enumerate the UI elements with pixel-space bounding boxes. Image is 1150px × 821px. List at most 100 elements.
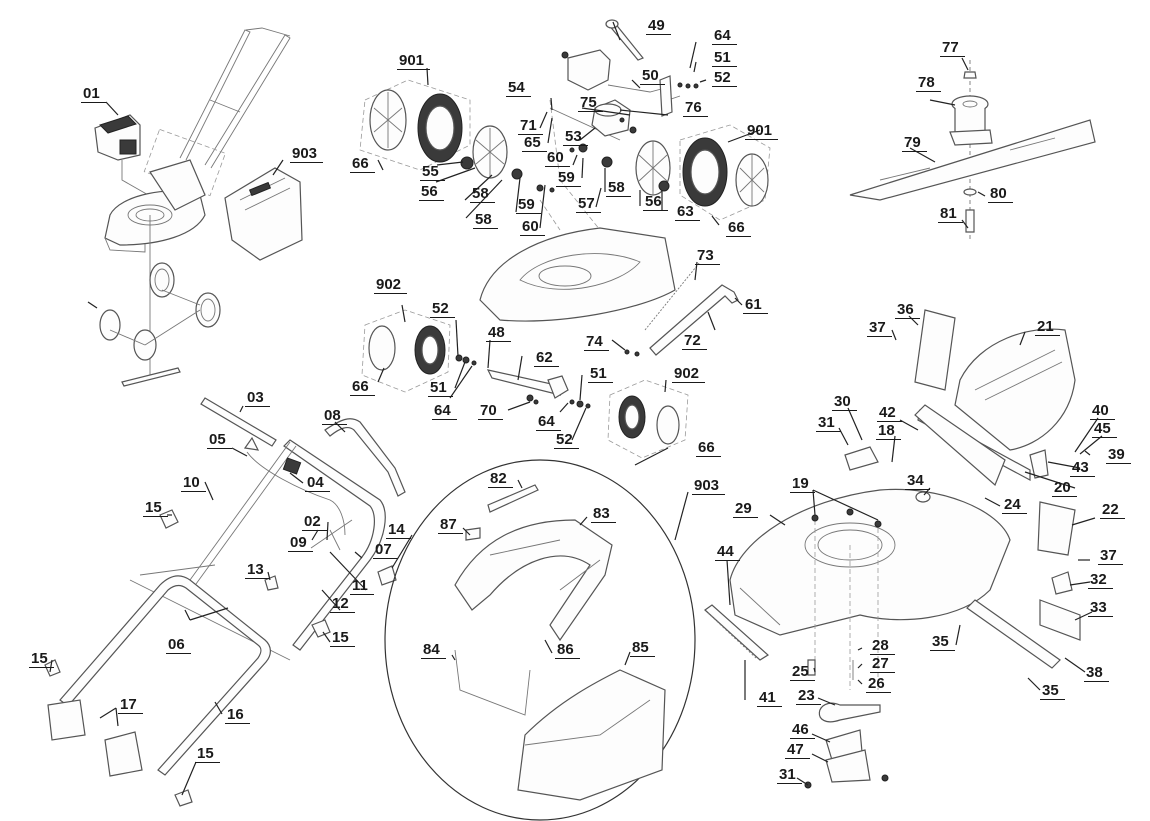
part-label-22[interactable]: 22 [1100, 502, 1125, 519]
part-label-49[interactable]: 49 [646, 18, 671, 35]
part-label-56[interactable]: 56 [643, 194, 668, 211]
part-label-75[interactable]: 75 [578, 95, 603, 112]
part-label-34[interactable]: 34 [905, 473, 930, 490]
part-label-21[interactable]: 21 [1035, 319, 1060, 336]
part-label-09[interactable]: 09 [288, 535, 313, 552]
part-label-52[interactable]: 52 [554, 432, 579, 449]
part-label-13[interactable]: 13 [245, 562, 270, 579]
part-label-16[interactable]: 16 [225, 707, 250, 724]
part-label-07[interactable]: 07 [373, 542, 398, 559]
part-label-901[interactable]: 901 [397, 53, 431, 70]
part-label-15[interactable]: 15 [330, 630, 355, 647]
part-label-70[interactable]: 70 [478, 403, 503, 420]
part-label-59[interactable]: 59 [516, 197, 541, 214]
part-label-40[interactable]: 40 [1090, 403, 1115, 420]
part-label-81[interactable]: 81 [938, 206, 963, 223]
part-label-19[interactable]: 19 [790, 476, 815, 493]
part-label-36[interactable]: 36 [895, 302, 920, 319]
part-label-903[interactable]: 903 [692, 478, 726, 495]
part-label-15[interactable]: 15 [143, 500, 168, 517]
part-label-66[interactable]: 66 [696, 440, 721, 457]
part-label-59[interactable]: 59 [556, 170, 581, 187]
part-label-33[interactable]: 33 [1088, 600, 1113, 617]
part-label-10[interactable]: 10 [181, 475, 206, 492]
part-label-66[interactable]: 66 [726, 220, 751, 237]
part-label-60[interactable]: 60 [520, 219, 545, 236]
part-label-02[interactable]: 02 [302, 514, 327, 531]
part-label-14[interactable]: 14 [386, 522, 411, 539]
part-label-79[interactable]: 79 [902, 135, 927, 152]
part-label-83[interactable]: 83 [591, 506, 616, 523]
part-label-37[interactable]: 37 [867, 320, 892, 337]
part-label-43[interactable]: 43 [1070, 460, 1095, 477]
part-label-78[interactable]: 78 [916, 75, 941, 92]
part-label-50[interactable]: 50 [640, 68, 665, 85]
part-label-58[interactable]: 58 [473, 212, 498, 229]
part-label-28[interactable]: 28 [870, 638, 895, 655]
part-label-37[interactable]: 37 [1098, 548, 1123, 565]
part-label-44[interactable]: 44 [715, 544, 740, 561]
part-label-76[interactable]: 76 [683, 100, 708, 117]
part-label-38[interactable]: 38 [1084, 665, 1109, 682]
part-label-15[interactable]: 15 [195, 746, 220, 763]
part-label-51[interactable]: 51 [428, 380, 453, 397]
part-label-23[interactable]: 23 [796, 688, 821, 705]
part-label-51[interactable]: 51 [712, 50, 737, 67]
part-label-06[interactable]: 06 [166, 637, 191, 654]
part-label-902[interactable]: 902 [374, 277, 408, 294]
part-label-80[interactable]: 80 [988, 186, 1013, 203]
part-label-61[interactable]: 61 [743, 297, 768, 314]
part-label-85[interactable]: 85 [630, 640, 655, 657]
part-label-64[interactable]: 64 [536, 414, 561, 431]
part-label-56[interactable]: 56 [419, 184, 444, 201]
part-label-87[interactable]: 87 [438, 517, 463, 534]
part-label-31[interactable]: 31 [816, 415, 841, 432]
part-label-82[interactable]: 82 [488, 471, 513, 488]
part-label-73[interactable]: 73 [695, 248, 720, 265]
part-label-41[interactable]: 41 [757, 690, 782, 707]
part-label-903[interactable]: 903 [290, 146, 324, 163]
part-label-62[interactable]: 62 [534, 350, 559, 367]
part-label-46[interactable]: 46 [790, 722, 815, 739]
part-label-39[interactable]: 39 [1106, 447, 1131, 464]
part-label-60[interactable]: 60 [545, 150, 570, 167]
part-label-58[interactable]: 58 [470, 186, 495, 203]
part-label-26[interactable]: 26 [866, 676, 891, 693]
part-label-84[interactable]: 84 [421, 642, 446, 659]
part-label-902[interactable]: 902 [672, 366, 706, 383]
part-label-35[interactable]: 35 [1040, 683, 1065, 700]
part-label-74[interactable]: 74 [584, 334, 609, 351]
part-label-64[interactable]: 64 [432, 403, 457, 420]
part-label-31[interactable]: 31 [777, 767, 802, 784]
part-label-77[interactable]: 77 [940, 40, 965, 57]
part-label-08[interactable]: 08 [322, 408, 347, 425]
part-label-01[interactable]: 01 [81, 86, 106, 103]
part-label-86[interactable]: 86 [555, 642, 580, 659]
part-label-32[interactable]: 32 [1088, 572, 1113, 589]
part-label-54[interactable]: 54 [506, 80, 531, 97]
part-label-72[interactable]: 72 [682, 333, 707, 350]
part-label-52[interactable]: 52 [430, 301, 455, 318]
part-label-20[interactable]: 20 [1052, 480, 1077, 497]
part-label-52[interactable]: 52 [712, 70, 737, 87]
part-label-71[interactable]: 71 [518, 118, 543, 135]
part-label-45[interactable]: 45 [1092, 421, 1117, 438]
part-label-05[interactable]: 05 [207, 432, 232, 449]
part-label-29[interactable]: 29 [733, 501, 758, 518]
part-label-12[interactable]: 12 [330, 596, 355, 613]
part-label-04[interactable]: 04 [305, 475, 330, 492]
part-label-48[interactable]: 48 [486, 325, 511, 342]
part-label-25[interactable]: 25 [790, 664, 815, 681]
part-label-42[interactable]: 42 [877, 405, 902, 422]
part-label-18[interactable]: 18 [876, 423, 901, 440]
part-label-53[interactable]: 53 [563, 129, 588, 146]
part-label-17[interactable]: 17 [118, 697, 143, 714]
part-label-64[interactable]: 64 [712, 28, 737, 45]
part-label-55[interactable]: 55 [420, 164, 445, 181]
part-label-47[interactable]: 47 [785, 742, 810, 759]
part-label-35[interactable]: 35 [930, 634, 955, 651]
part-label-03[interactable]: 03 [245, 390, 270, 407]
part-label-15[interactable]: 15 [29, 651, 54, 668]
part-label-24[interactable]: 24 [1002, 497, 1027, 514]
part-label-66[interactable]: 66 [350, 379, 375, 396]
